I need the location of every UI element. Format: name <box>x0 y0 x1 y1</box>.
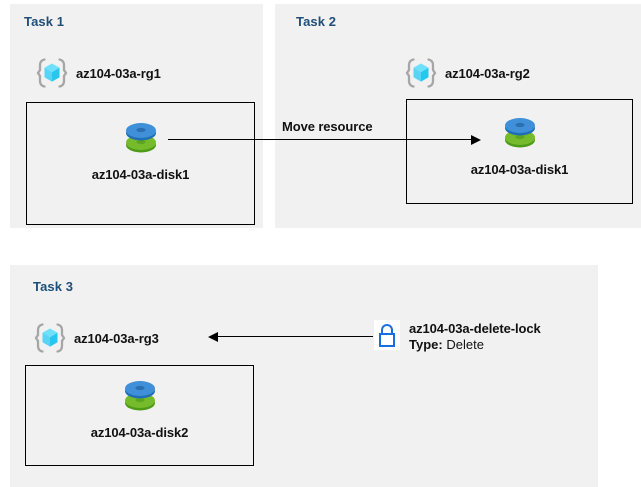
resource-group-rg2: az104-03a-rg2 <box>404 56 530 90</box>
lock-arrow-line <box>218 336 373 337</box>
lock-name: az104-03a-delete-lock <box>409 321 541 336</box>
move-resource-arrow-line <box>168 139 471 140</box>
resource-group-rg3: az104-03a-rg3 <box>33 321 159 355</box>
disk-item-task-1: az104-03a-disk1 <box>92 115 189 182</box>
disk-item-task-2: az104-03a-disk1 <box>471 110 568 177</box>
task-1-title: Task 1 <box>24 14 65 29</box>
lock-type-value: Delete <box>446 337 484 353</box>
resource-box-task-2 <box>406 99 633 204</box>
lock-type-key: Type: <box>409 337 443 353</box>
resource-group-label: az104-03a-rg1 <box>76 65 161 81</box>
disk-item-task-3: az104-03a-disk2 <box>91 373 188 440</box>
panel-task-3 <box>10 265 598 487</box>
resource-box-task-1 <box>26 102 255 225</box>
move-resource-arrow-head-icon <box>471 135 481 145</box>
panel-task-1 <box>10 4 263 228</box>
disk-icon <box>497 110 543 156</box>
lock-arrow-head-icon <box>208 332 218 342</box>
lock-icon <box>374 320 400 350</box>
resource-group-icon <box>35 56 69 90</box>
delete-lock: az104-03a-delete-lock Type: Delete <box>374 320 541 354</box>
disk-label: az104-03a-disk1 <box>470 162 569 177</box>
resource-group-label: az104-03a-rg2 <box>445 65 530 81</box>
task-3-title: Task 3 <box>33 279 74 294</box>
disk-label: az104-03a-disk2 <box>90 425 189 440</box>
move-resource-label: Move resource <box>282 119 373 134</box>
disk-icon <box>118 115 164 161</box>
panel-task-2 <box>275 4 641 228</box>
resource-group-rg1: az104-03a-rg1 <box>35 56 161 90</box>
task-2-title: Task 2 <box>296 14 337 29</box>
resource-group-label: az104-03a-rg3 <box>74 330 159 346</box>
lock-text-block: az104-03a-delete-lock Type: Delete <box>409 320 541 354</box>
disk-icon <box>117 373 163 419</box>
disk-label: az104-03a-disk1 <box>91 167 190 182</box>
lock-type-row: Type: Delete <box>409 337 541 353</box>
resource-group-icon <box>33 321 67 355</box>
resource-box-task-3 <box>25 365 254 466</box>
resource-group-icon <box>404 56 438 90</box>
